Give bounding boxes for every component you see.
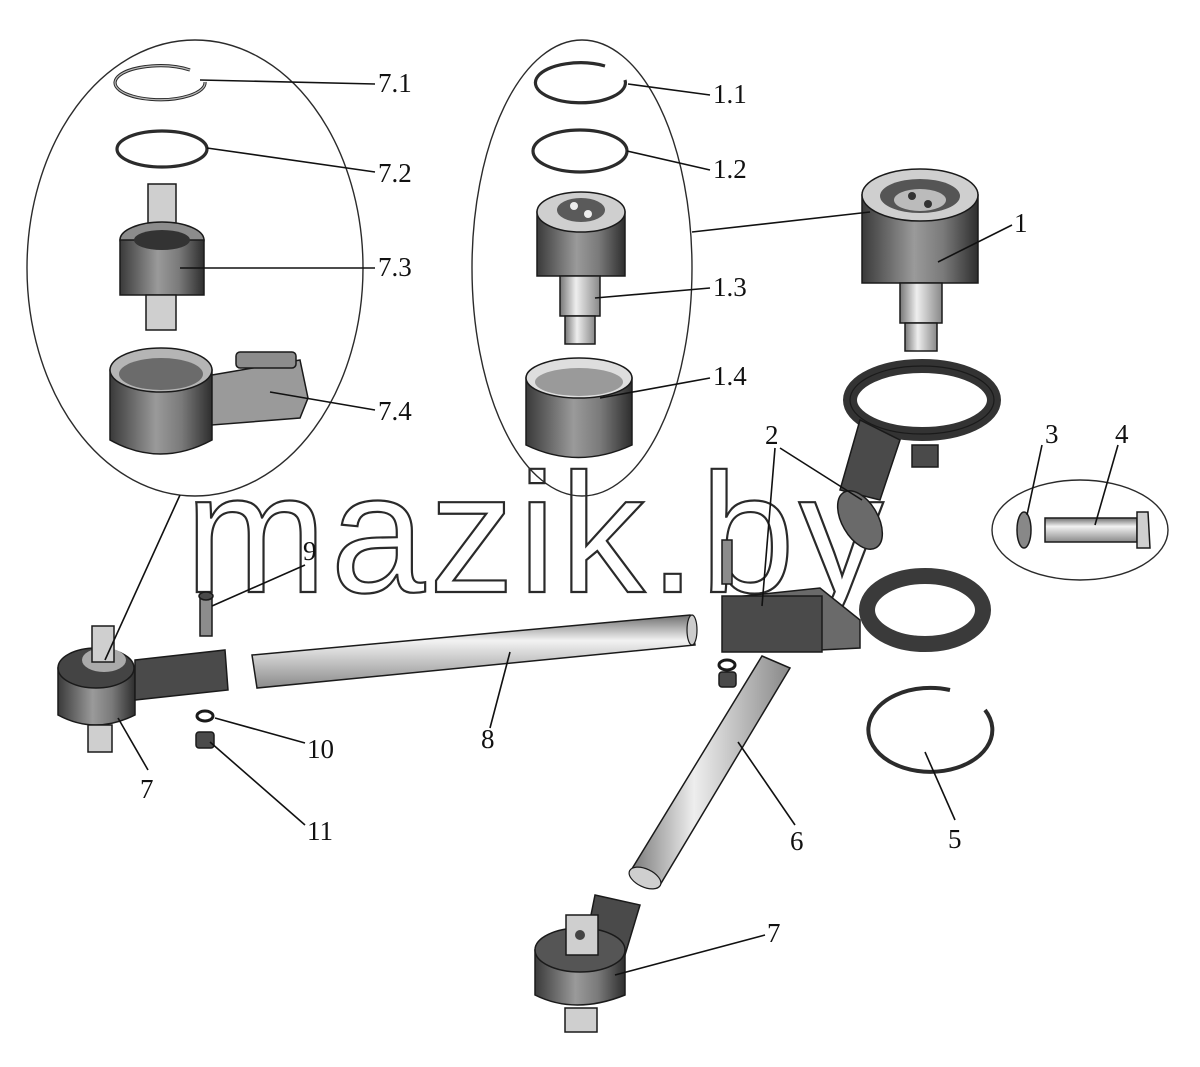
detail-ellipse-1 (471, 39, 693, 497)
label-1-2: 1.2 (713, 154, 747, 184)
washer-3 (1016, 511, 1032, 549)
ball-pin-7-3 (119, 183, 205, 331)
callout-labels: 7.1 7.2 7.3 7.4 1.1 1.2 1.3 1.4 1 2 3 4 … (140, 68, 1129, 948)
tie-rod-8 (251, 614, 698, 689)
label-3: 3 (1045, 419, 1059, 449)
washer-right (717, 658, 737, 672)
label-2: 2 (765, 420, 779, 450)
bolt-4 (1044, 511, 1151, 549)
ball-pin-1-3 (536, 191, 626, 345)
seal-ring-1-2 (531, 128, 629, 174)
clamp-2-upper (836, 359, 1001, 550)
label-9: 9 (303, 536, 317, 566)
label-10: 10 (307, 734, 334, 764)
nut-right (718, 671, 737, 688)
label-1-4: 1.4 (713, 361, 747, 391)
seal-ring-7-2 (115, 129, 209, 169)
detail-ellipse-bolt (991, 479, 1169, 581)
leader-lines (104, 79, 1119, 976)
label-1-1: 1.1 (713, 79, 747, 109)
label-4: 4 (1115, 419, 1129, 449)
label-7-1: 7.1 (378, 68, 412, 98)
retaining-ring-7-1 (113, 64, 207, 102)
label-7-2: 7.2 (378, 158, 412, 188)
pin-housing-7-4 (109, 347, 309, 455)
bolt-9-right (721, 539, 733, 585)
label-1-3: 1.3 (713, 272, 747, 302)
label-7-bottom: 7 (767, 918, 781, 948)
label-6: 6 (790, 826, 804, 856)
label-1: 1 (1014, 208, 1028, 238)
label-7-3: 7.3 (378, 252, 412, 282)
snap-ring-5 (866, 685, 995, 774)
label-7-left: 7 (140, 774, 154, 804)
retaining-ring-1-1 (533, 61, 628, 105)
tie-rod-end-7-bottom (534, 894, 641, 1033)
label-7-4: 7.4 (378, 396, 412, 426)
label-11: 11 (307, 816, 333, 846)
nut-11 (195, 731, 215, 749)
housing-1-4 (525, 357, 633, 459)
washer-10 (195, 709, 215, 723)
clamp-2-lower (721, 568, 991, 653)
label-5: 5 (948, 824, 962, 854)
bolt-9-left (198, 591, 214, 637)
ball-joint-assembly-1 (861, 168, 979, 352)
tie-rod-6 (628, 655, 792, 890)
label-8: 8 (481, 724, 495, 754)
